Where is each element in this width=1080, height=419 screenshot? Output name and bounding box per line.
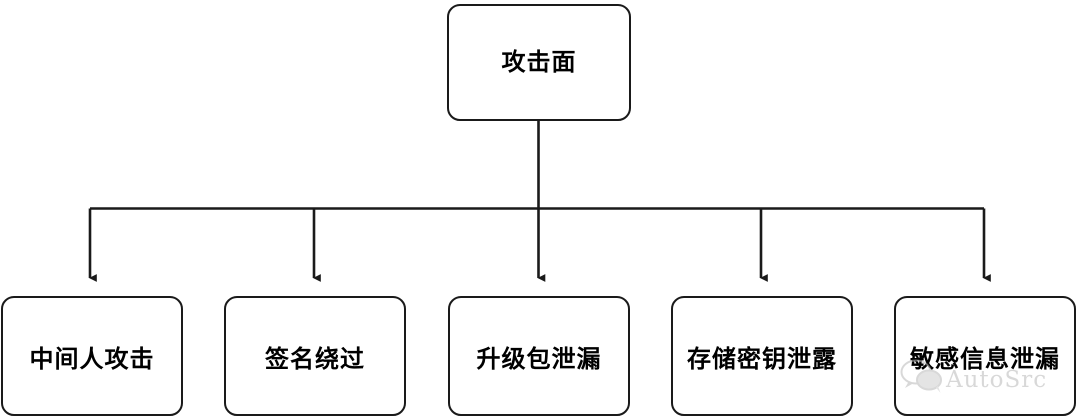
node-attack-surface: 攻击面	[447, 4, 631, 121]
node-label: 签名绕过	[265, 345, 365, 373]
node-mitm-attack: 中间人攻击	[1, 296, 183, 416]
node-stored-key-leak: 存储密钥泄露	[671, 296, 853, 416]
node-label: 存储密钥泄露	[687, 345, 837, 373]
node-signature-bypass: 签名绕过	[224, 296, 406, 416]
node-label: 敏感信息泄漏	[910, 345, 1060, 373]
node-label: 中间人攻击	[29, 345, 155, 373]
node-label: 升级包泄漏	[476, 345, 602, 373]
node-sensitive-info-leak: 敏感信息泄漏	[894, 296, 1076, 416]
node-label: 攻击面	[501, 47, 577, 76]
node-upgrade-package-leak: 升级包泄漏	[448, 296, 630, 416]
